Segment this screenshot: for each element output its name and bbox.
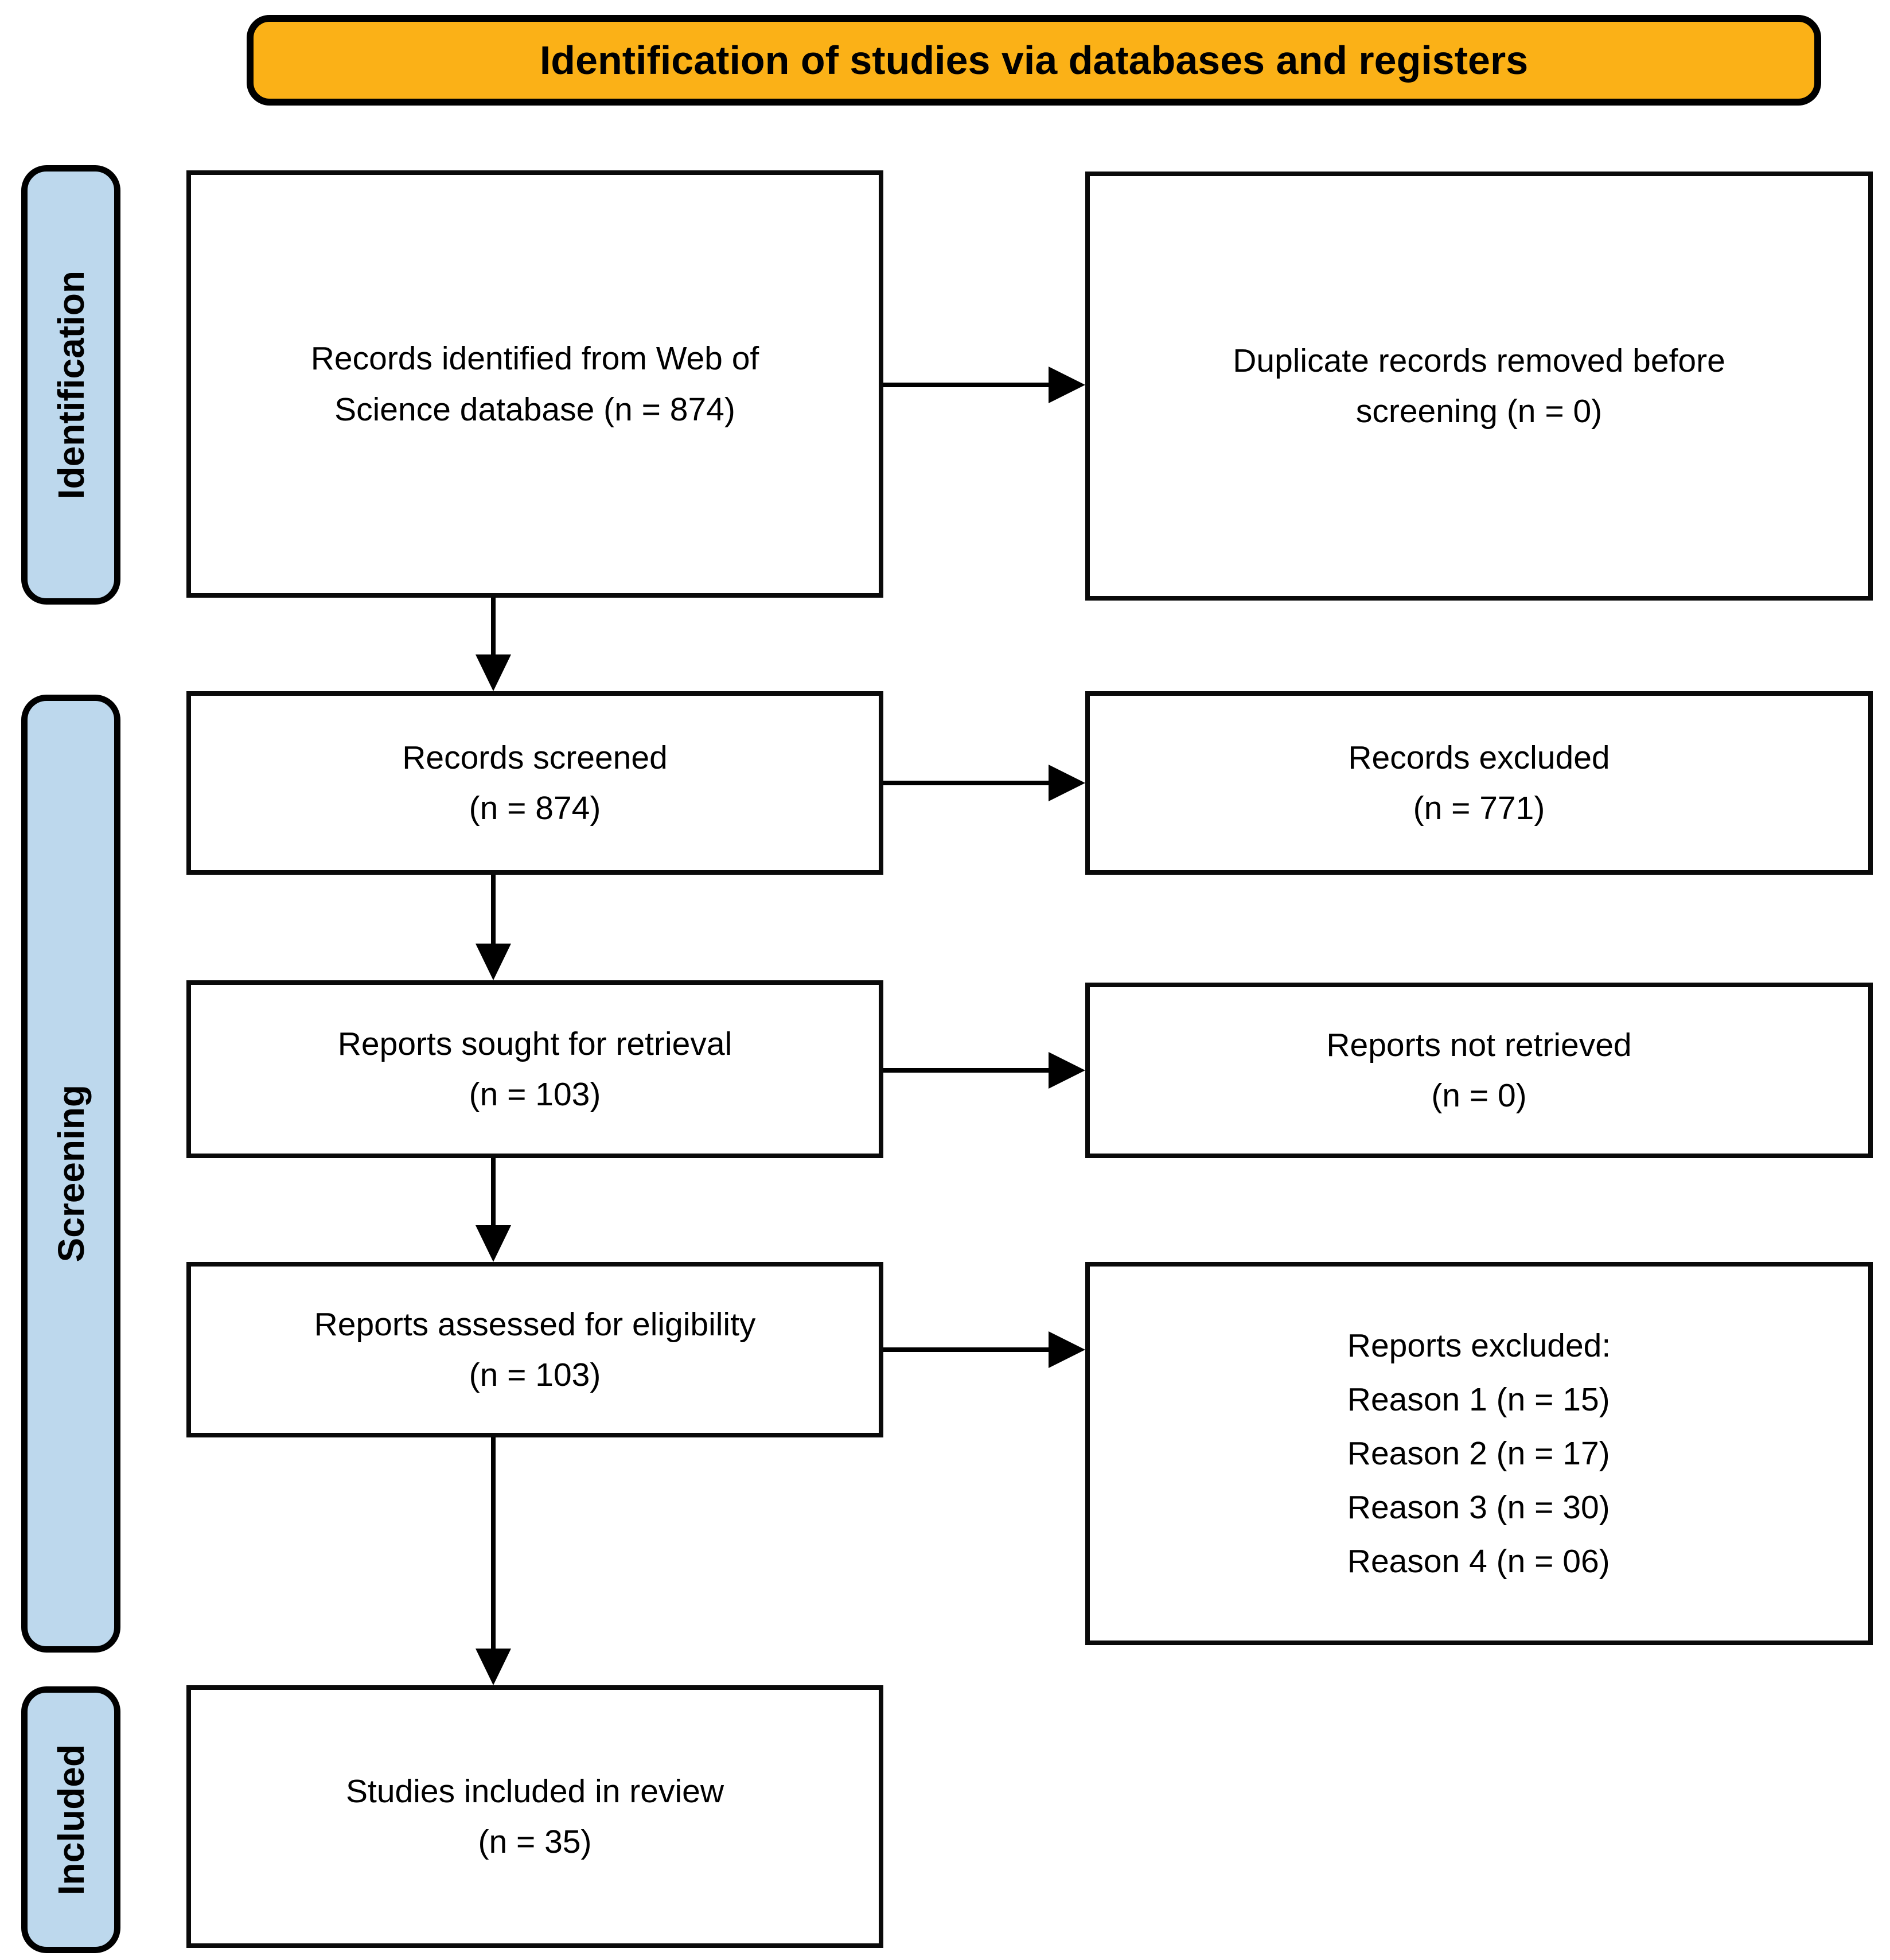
arrow-line xyxy=(883,1068,1053,1073)
stage-label-identification: Identification xyxy=(21,165,120,605)
arrow-head-icon xyxy=(476,1225,511,1262)
arrow-head-icon xyxy=(476,1649,511,1685)
header-banner: Identification of studies via databases … xyxy=(247,15,1821,106)
box-duplicates-removed: Duplicate records removed before screeni… xyxy=(1085,172,1873,601)
stage-label-screening: Screening xyxy=(21,695,120,1653)
arrow-line xyxy=(491,1437,496,1652)
stage-label-included-text: Included xyxy=(50,1744,92,1896)
arrow-line xyxy=(491,1158,496,1230)
header-title: Identification of studies via databases … xyxy=(539,38,1529,83)
box-reports-excluded: Reports excluded: Reason 1 (n = 15) Reas… xyxy=(1085,1262,1873,1645)
arrow-line xyxy=(491,598,496,658)
box-reports-not-retrieved: Reports not retrieved (n = 0) xyxy=(1085,983,1873,1158)
arrow-line xyxy=(883,383,1053,387)
box-duplicates-removed-text: Duplicate records removed before screeni… xyxy=(1233,342,1725,430)
arrow-head-icon xyxy=(476,944,511,980)
arrow-head-icon xyxy=(1049,765,1085,801)
stage-label-included: Included xyxy=(21,1686,120,1953)
box-reports-not-retrieved-text: Reports not retrieved (n = 0) xyxy=(1326,1026,1632,1114)
stage-label-screening-text: Screening xyxy=(50,1085,92,1262)
arrow-line xyxy=(883,781,1053,785)
arrow-head-icon xyxy=(1049,367,1085,403)
box-reports-assessed: Reports assessed for eligibility (n = 10… xyxy=(186,1262,883,1437)
stage-label-identification-text: Identification xyxy=(50,270,92,500)
arrow-line xyxy=(883,1347,1053,1352)
arrow-line xyxy=(491,875,496,948)
box-records-screened: Records screened (n = 874) xyxy=(186,691,883,875)
box-records-identified: Records identified from Web of Science d… xyxy=(186,170,883,598)
box-records-identified-text: Records identified from Web of Science d… xyxy=(310,340,759,428)
box-studies-included-text: Studies included in review (n = 35) xyxy=(345,1772,724,1860)
box-reports-sought-text: Reports sought for retrieval (n = 103) xyxy=(337,1025,732,1113)
box-studies-included: Studies included in review (n = 35) xyxy=(186,1685,883,1948)
arrow-head-icon xyxy=(1049,1052,1085,1089)
box-reports-excluded-text: Reports excluded: Reason 1 (n = 15) Reas… xyxy=(1347,1327,1611,1580)
box-records-excluded-text: Records excluded (n = 771) xyxy=(1348,739,1610,827)
box-records-excluded: Records excluded (n = 771) xyxy=(1085,691,1873,875)
box-reports-assessed-text: Reports assessed for eligibility (n = 10… xyxy=(314,1306,756,1393)
box-records-screened-text: Records screened (n = 874) xyxy=(402,739,668,827)
box-reports-sought: Reports sought for retrieval (n = 103) xyxy=(186,980,883,1158)
arrow-head-icon xyxy=(1049,1331,1085,1368)
arrow-head-icon xyxy=(476,654,511,691)
